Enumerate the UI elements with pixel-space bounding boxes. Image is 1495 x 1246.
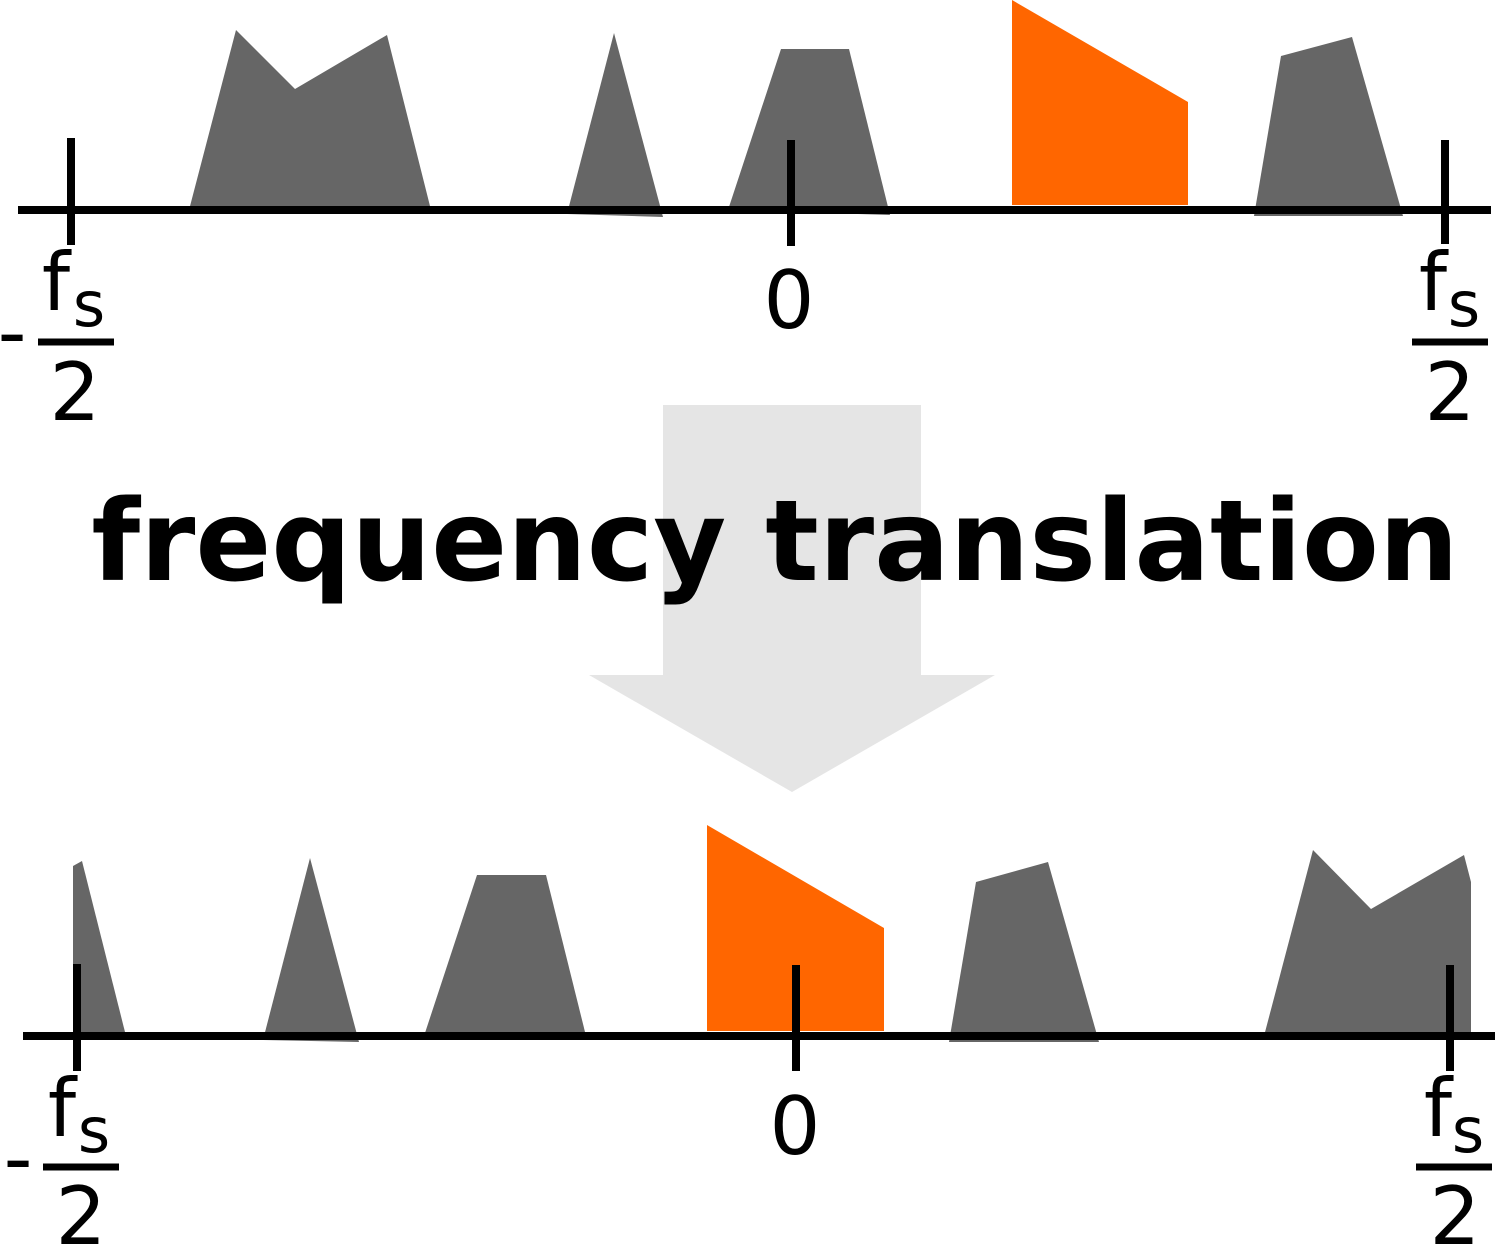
signal-band-3 <box>424 875 587 1040</box>
fs-subscript: s <box>1452 1094 1484 1167</box>
fs-symbol: f <box>1424 1062 1454 1155</box>
fs-symbol: f <box>42 236 72 329</box>
signal-band-2 <box>567 33 663 217</box>
signal-band-1 <box>1264 850 1471 1036</box>
signal-band-4 <box>949 862 1099 1042</box>
diagram-title: frequency translation <box>91 477 1458 607</box>
label-neg-fs-half: - f s 2 <box>0 236 114 439</box>
fs-subscript: s <box>78 1094 110 1167</box>
minus-sign: - <box>4 1112 33 1205</box>
fs-subscript: s <box>73 268 105 341</box>
fs-subscript: s <box>1448 268 1480 341</box>
spectrum-after: - f s 2 0 f s 2 <box>4 825 1495 1246</box>
signal-band-4 <box>1254 37 1403 216</box>
label-zero: 0 <box>764 254 815 347</box>
label-zero: 0 <box>770 1080 821 1173</box>
minus-sign: - <box>0 286 26 379</box>
label-pos-fs-half: f s 2 <box>1412 236 1488 439</box>
signal-band-3 <box>728 49 890 215</box>
down-arrow-icon <box>589 405 995 792</box>
denominator: 2 <box>1430 1170 1481 1246</box>
denominator: 2 <box>50 346 101 439</box>
fs-symbol: f <box>48 1062 78 1155</box>
signal-band-2 <box>263 858 359 1042</box>
signal-band-wrapped <box>73 861 126 1036</box>
denominator: 2 <box>56 1170 107 1246</box>
signal-band-1 <box>189 30 432 214</box>
spectrum-before: - f s 2 0 f s 2 <box>0 0 1491 439</box>
label-neg-fs-half: - f s 2 <box>4 1062 119 1246</box>
signal-band-of-interest <box>707 825 884 1031</box>
denominator: 2 <box>1425 346 1476 439</box>
signal-band-of-interest <box>1012 0 1188 205</box>
label-pos-fs-half: f s 2 <box>1416 1062 1492 1246</box>
fs-symbol: f <box>1419 236 1449 329</box>
